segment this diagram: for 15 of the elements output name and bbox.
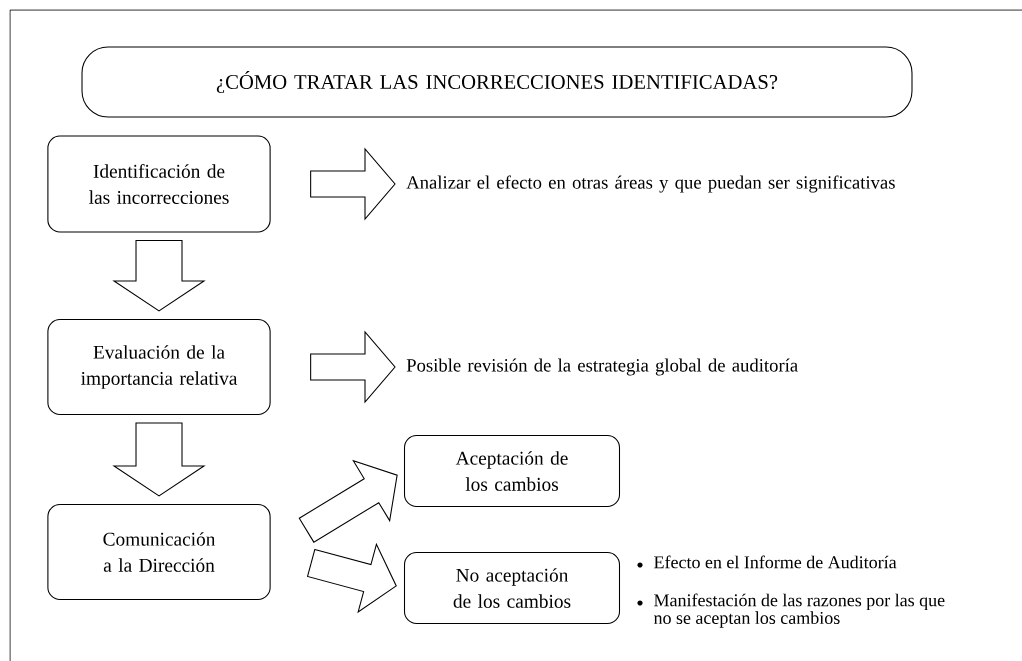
- process-box: Comunicación a la Dirección: [47, 503, 271, 601]
- process-box: Identificación de las incorrecciones: [47, 135, 271, 233]
- process-box: No aceptación de los cambios: [403, 551, 621, 625]
- block-arrow: [298, 459, 398, 543]
- process-box: Evaluación de la importancia relativa: [47, 318, 271, 416]
- bullet-item: Efecto en el Informe de Auditoría: [637, 555, 897, 569]
- block-arrow: [112, 240, 206, 312]
- bullet-item: Manifestación de las razones por las que no se aceptan los cambios: [637, 593, 945, 628]
- title-box: ¿CÓMO TRATAR LAS INCORRECCIONES IDENTIFICADAS?: [81, 46, 913, 118]
- block-arrow: [112, 422, 206, 497]
- process-box: Aceptación de los cambios: [403, 434, 621, 508]
- block-arrow: [310, 330, 396, 404]
- block-arrow: [310, 147, 396, 221]
- note-text: Analizar el efecto en otras áreas y que puedan ser significativas: [406, 175, 895, 193]
- note-text: Posible revisión de la estrategia global de auditoría: [406, 358, 798, 376]
